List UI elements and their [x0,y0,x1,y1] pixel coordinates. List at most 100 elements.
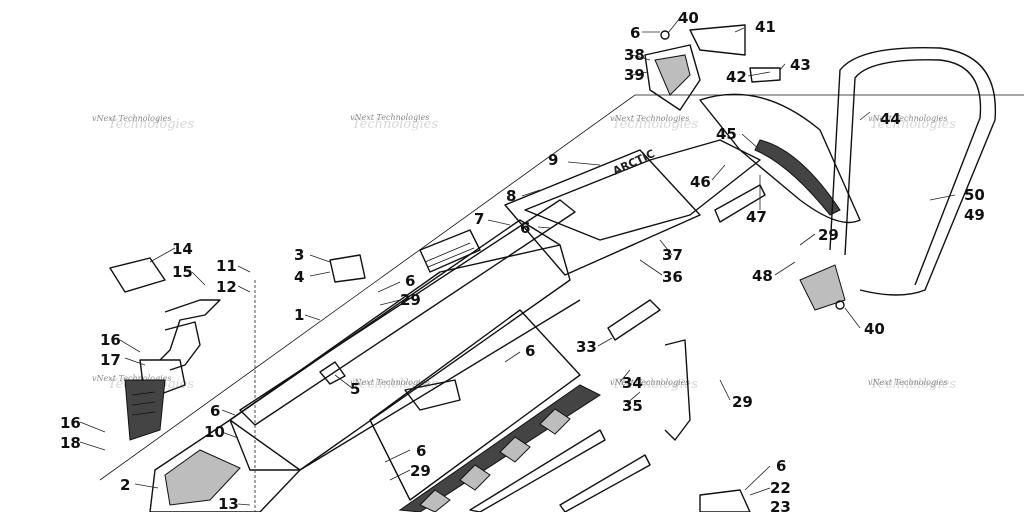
callout-39: 39 [624,66,645,84]
watermark: vNext Technologies [610,114,689,123]
callout-29: 29 [400,291,421,309]
reflector-14 [109,257,166,293]
hitch-plate-38 [644,44,701,111]
hitch-plate-inner [654,54,691,96]
watermark: vNext Technologies [868,378,947,387]
callout-48: 48 [752,267,773,285]
callout-50: 50 [964,186,985,204]
callout-29: 29 [818,226,839,244]
callout-40: 40 [678,9,699,27]
grab-bar-mount [799,264,846,311]
callout-6: 6 [630,24,640,42]
callout-37: 37 [662,246,683,264]
callout-17: 17 [100,351,121,369]
front-bulkhead [149,419,301,513]
nut-40 [835,300,845,310]
grab-bar-50 [829,46,997,296]
callout-6: 6 [405,272,415,290]
callout-9: 9 [548,151,558,169]
traction-cleat [419,489,451,513]
grommet-5 [319,361,346,385]
callout-3: 3 [294,246,304,264]
callout-16: 16 [60,414,81,432]
tunnel-rear-deck [524,139,761,241]
callout-42: 42 [726,68,747,86]
callout-47: 47 [746,208,767,226]
watermark: vNext Technologies [350,378,429,387]
callout-10: 10 [204,423,225,441]
running-board-rail [469,429,606,513]
bracket-33 [607,299,661,341]
watermark-group: Technologies vNext Technologies Technolo… [92,113,956,392]
cap-3-4 [329,254,366,283]
bumper-rail [559,454,651,513]
callout-49: 49 [964,206,985,224]
watermark: vNext Technologies [350,113,429,122]
watermark-logo: Technologies [870,117,956,132]
watermark: vNext Technologies [610,378,689,387]
callout-43: 43 [790,56,811,74]
tunnel-assembly: ARCTIC [99,94,1024,513]
traction-cleat [539,408,571,435]
callout-12: 12 [216,278,237,296]
callout-45: 45 [716,125,737,143]
panel-slot [131,391,156,396]
traction-cleat [499,436,531,463]
tunnel-top-panel [504,149,701,276]
rear-assembly [644,24,997,311]
callout-46: 46 [690,173,711,191]
tunnel-vent [419,229,481,273]
callout-11: 11 [216,257,237,275]
callout-15: 15 [172,263,193,281]
callout-2: 2 [120,476,130,494]
grab-bar-inner-49 [844,59,982,286]
tunnel-side-right [299,299,581,471]
callout-6: 6 [525,342,535,360]
leader-lines [79,17,956,506]
running-board [369,309,581,501]
callout-29: 29 [732,393,753,411]
bulkhead-panel [164,449,241,506]
traction-cleat [459,464,491,491]
callout-22: 22 [770,479,791,497]
tunnel-rail-left [239,199,576,426]
tunnel-floor [229,219,571,471]
nut-40-top [660,30,670,40]
flap-bar-47 [714,184,766,223]
bumper-bracket-15 [159,299,221,361]
callout-38: 38 [624,46,645,64]
bracket-17-panel [124,379,166,441]
callout-6: 6 [416,442,426,460]
callout-1: 1 [294,306,304,324]
watermark: vNext Technologies [868,114,947,123]
callout-44: 44 [880,110,901,128]
callout-23: 23 [770,498,791,512]
bracket-41 [689,24,746,56]
callout-41: 41 [755,18,776,36]
tunnel-bounding-line [99,94,1024,481]
callout-36: 36 [662,268,683,286]
callout-7: 7 [474,210,484,228]
rear-bracket [699,489,751,513]
callout-35: 35 [622,397,643,415]
bumper-bracket-15b [164,321,201,371]
callout-33: 33 [576,338,597,356]
callout-labels: 6 40 41 38 39 42 43 44 45 9 8 46 47 50 4… [60,9,985,516]
decal-43 [749,67,781,83]
callout-16: 16 [100,331,121,349]
callout-4: 4 [294,268,304,286]
callout-18: 18 [60,434,81,452]
bracket-34-35 [664,339,691,441]
watermark: vNext Technologies [92,374,171,383]
callout-40: 40 [864,320,885,338]
callout-6: 6 [776,457,786,475]
vent-slat [427,247,475,268]
front-assembly [109,254,691,512]
snowflap-42 [699,93,861,224]
panel-slot [131,411,156,416]
svg-text:ARCTIC: ARCTIC [611,147,657,178]
watermark-logo: Technologies [352,117,438,132]
footrest-bracket [404,379,461,411]
watermark-logo: Technologies [108,117,194,132]
